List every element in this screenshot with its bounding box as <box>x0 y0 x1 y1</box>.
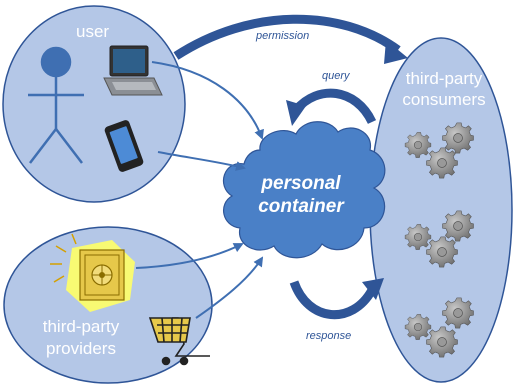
cloud-shape <box>222 121 386 259</box>
query-label: query <box>322 70 350 82</box>
cart-arrow <box>195 256 264 319</box>
laptop-icon <box>103 45 163 96</box>
center-label: personal container <box>258 173 344 217</box>
permission-arrow-head <box>384 40 408 64</box>
phone-arrow <box>157 151 246 171</box>
phone-icon <box>104 120 144 172</box>
response-label: response <box>306 330 352 342</box>
stick-figure-icon <box>28 46 84 164</box>
response-arrow-head <box>362 278 384 300</box>
permission-arrow <box>173 14 401 60</box>
consumers-label: third-party consumers <box>402 69 486 109</box>
query-arrow <box>292 88 377 125</box>
response-arrow <box>289 280 376 319</box>
query-arrow-head <box>286 100 306 126</box>
vault-icon <box>50 233 135 312</box>
laptop-arrow <box>151 61 264 140</box>
providers-label: third-party providers <box>42 317 120 358</box>
permission-label: permission <box>256 30 310 42</box>
user-label: user <box>76 22 110 41</box>
shopping-cart-icon <box>148 317 210 366</box>
vault-arrow <box>135 243 244 269</box>
